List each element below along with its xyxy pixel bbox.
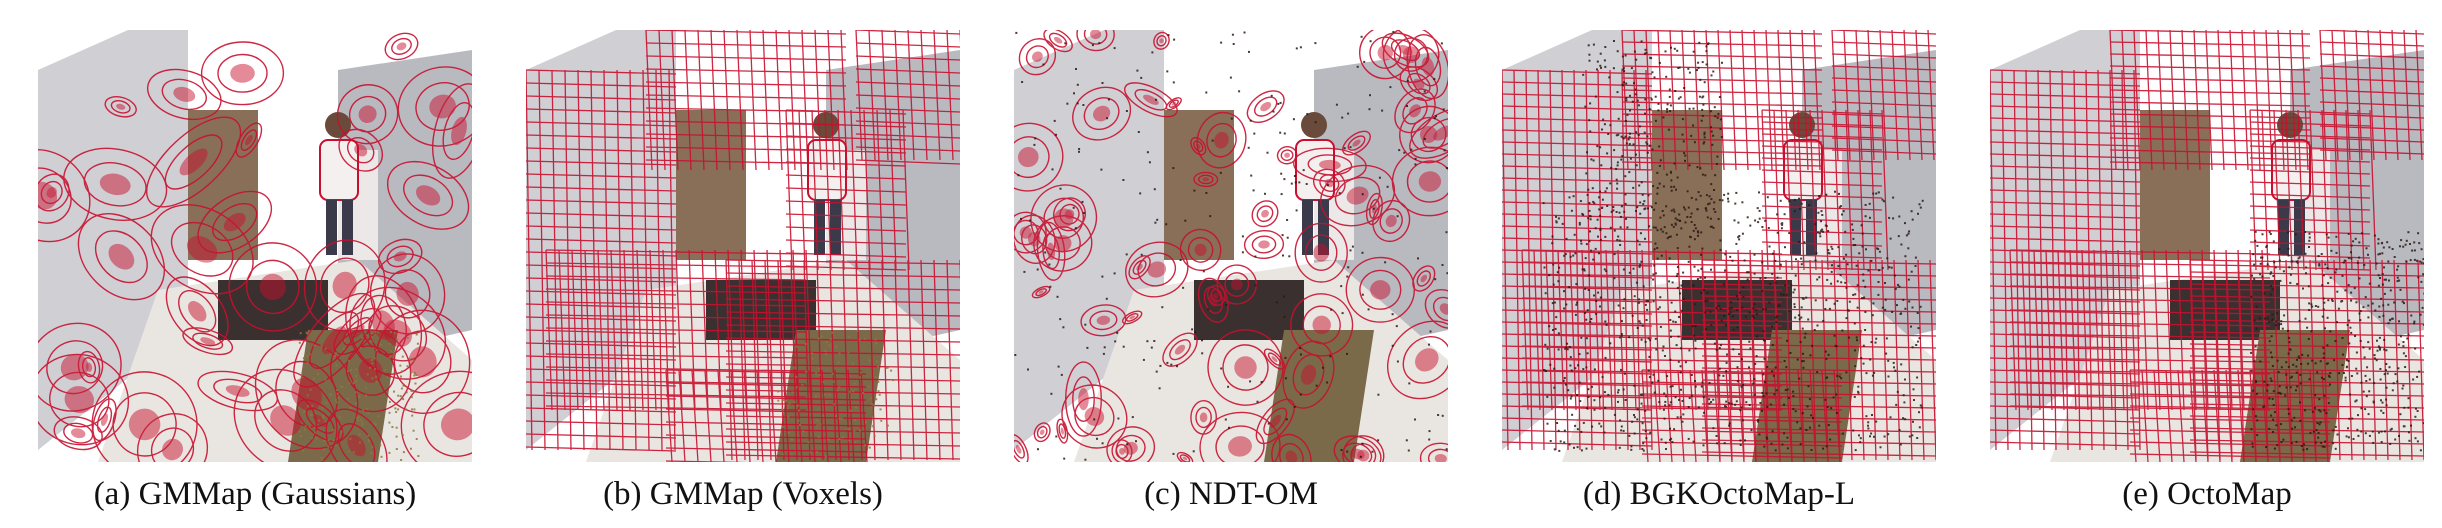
panel-d-label: (d) (1582, 476, 1622, 512)
panel-d-title: BGKOctoMap-L (1629, 476, 1856, 512)
panel-b-title: GMMap (Voxels) (649, 476, 883, 512)
panel-b-label: (b) (603, 476, 642, 512)
panel-d-render (1502, 30, 1936, 462)
panel-c-label: (c) (1144, 476, 1181, 512)
panel-c: (c) NDT-OM (1014, 30, 1448, 512)
panel-a: (a) GMMap (Gaussians) (38, 30, 472, 512)
panel-d-image (1502, 30, 1936, 462)
panel-a-caption: (a) GMMap (Gaussians) (0, 476, 512, 513)
panel-e-image (1990, 30, 2424, 462)
panel-a-render (38, 30, 472, 462)
panel-c-title: NDT-OM (1188, 476, 1318, 512)
panel-c-render (1014, 30, 1448, 462)
panel-e: (e) OctoMap (1990, 30, 2424, 512)
panel-e-title: OctoMap (2167, 476, 2292, 512)
panel-a-image (38, 30, 472, 462)
panel-a-title: GMMap (Gaussians) (138, 476, 417, 512)
panel-d: (d) BGKOctoMap-L (1502, 30, 1936, 512)
panel-e-render (1990, 30, 2424, 462)
panel-a-label: (a) (93, 476, 131, 512)
panel-e-label: (e) (2122, 476, 2159, 512)
panel-b: (b) GMMap (Voxels) (526, 30, 960, 512)
panel-c-caption: (c) NDT-OM (974, 476, 1488, 513)
panel-e-caption: (e) OctoMap (1950, 476, 2442, 513)
panel-b-caption: (b) GMMap (Voxels) (486, 476, 1000, 513)
panel-b-image (526, 30, 960, 462)
panel-b-render (526, 30, 960, 462)
panel-c-image (1014, 30, 1448, 462)
panel-d-caption: (d) BGKOctoMap-L (1462, 476, 1976, 513)
